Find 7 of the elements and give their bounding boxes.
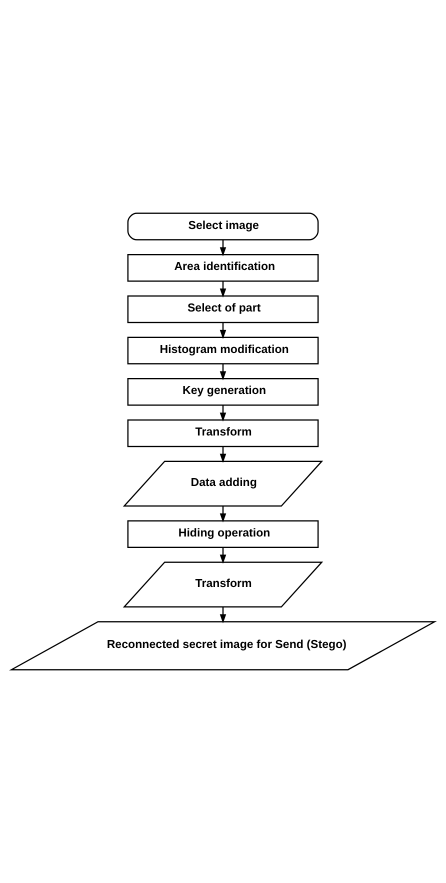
node-box: Histogram modification [127, 336, 319, 364]
node-box: Hiding operation [127, 520, 319, 548]
node-box: Transform [127, 419, 319, 448]
node-box: Area identification [127, 254, 319, 282]
node-box: Select of part [127, 295, 319, 324]
node-box: Select image [127, 212, 319, 240]
node-box: Key generation [127, 378, 319, 406]
